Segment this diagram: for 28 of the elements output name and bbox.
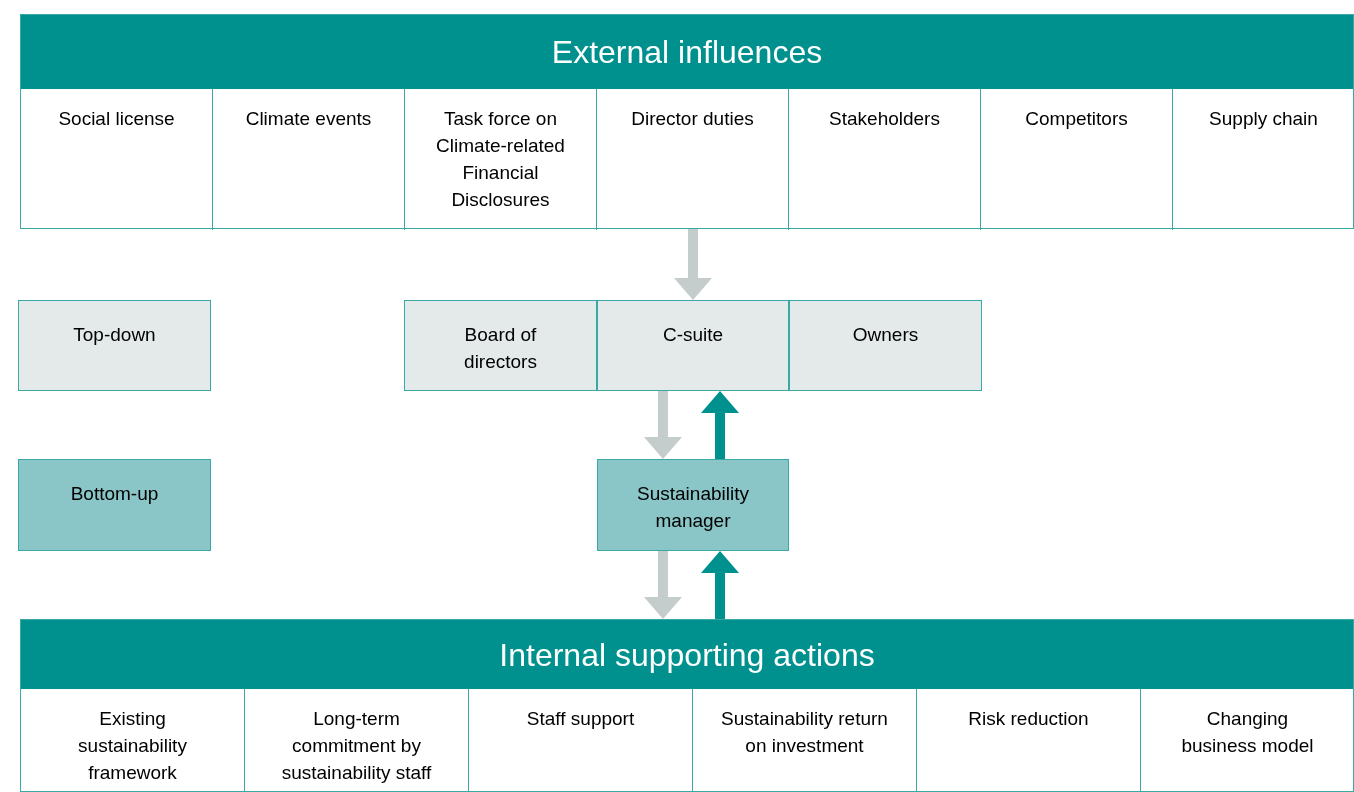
section-heading: External influences xyxy=(21,15,1353,89)
cell-text: Climate events xyxy=(245,107,372,131)
cell-text: Stakeholders xyxy=(829,107,940,131)
cell-text: Supply chain xyxy=(1209,107,1318,131)
section-panel xyxy=(20,619,1354,792)
arrow xyxy=(701,551,739,619)
cell-text: Changing business model xyxy=(1180,707,1315,758)
cell-text: Sustainability return on investment xyxy=(721,707,888,758)
label-box: Owners xyxy=(789,300,982,391)
arrow xyxy=(644,551,682,619)
section-panel xyxy=(20,14,1354,229)
arrow xyxy=(644,391,682,459)
label-box: Top-down xyxy=(18,300,211,391)
cell-text: Task force on Climate-related Financial Disclosures xyxy=(435,107,566,212)
arrow xyxy=(674,229,712,300)
section-heading: Internal supporting actions xyxy=(21,620,1353,689)
label-box: C-suite xyxy=(597,300,789,391)
cell-text: Social license xyxy=(58,107,175,131)
cell-text: Staff support xyxy=(526,707,635,731)
label-box: Board of directors xyxy=(404,300,597,391)
label-box: Sustainability manager xyxy=(597,459,789,551)
arrow xyxy=(701,391,739,459)
label-box: Bottom-up xyxy=(18,459,211,551)
cell-text: Director duties xyxy=(631,107,754,131)
cell-text: Long-term commitment by sustainability staff xyxy=(280,707,433,785)
cell-text: Risk reduction xyxy=(968,707,1089,731)
cell-text: Existing sustainability framework xyxy=(77,707,188,785)
cell-text: Competitors xyxy=(1025,107,1128,131)
